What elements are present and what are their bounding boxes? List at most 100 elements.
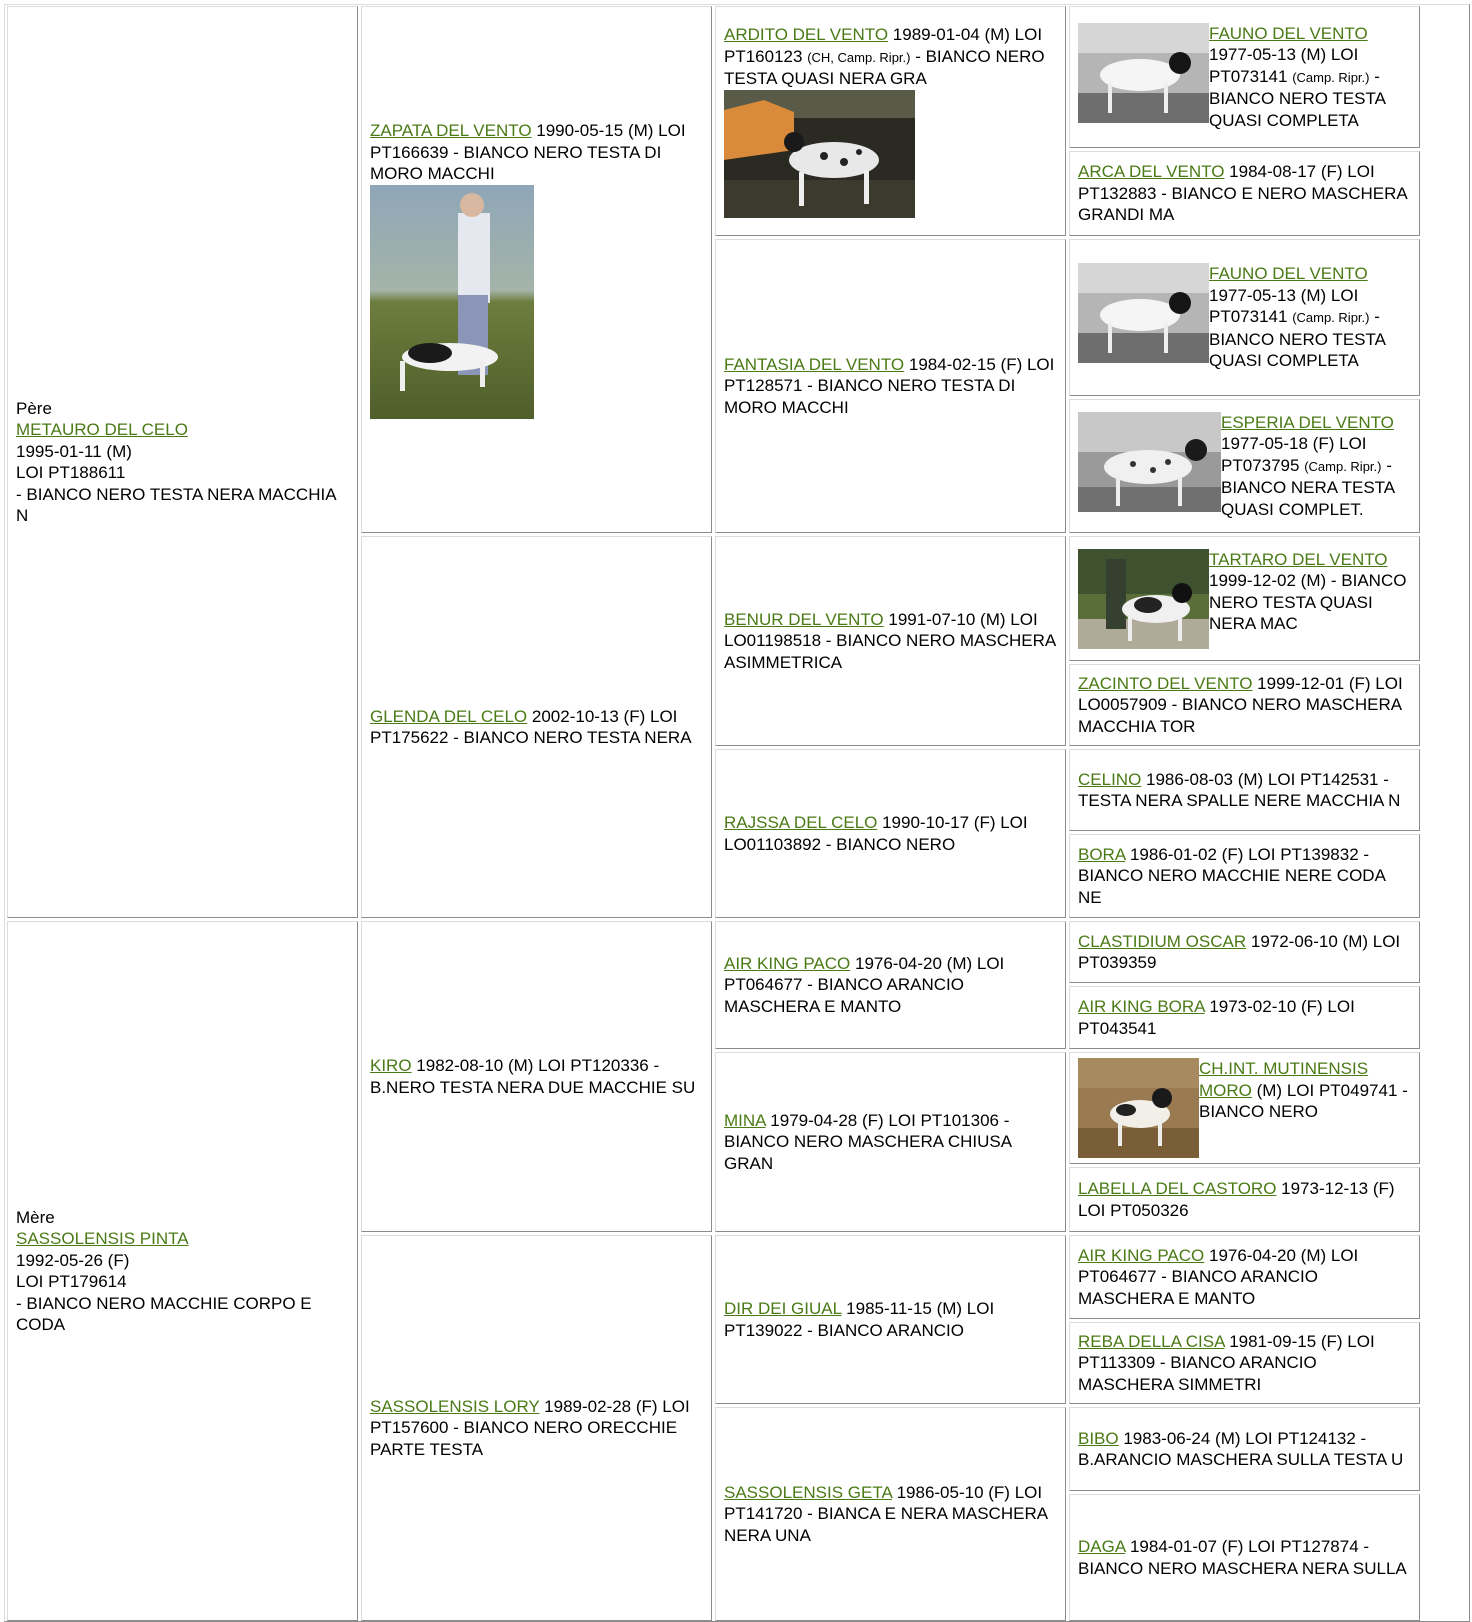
dog-photo (370, 184, 534, 419)
ancestor-link[interactable]: MINA (724, 1110, 766, 1130)
ancestor-cell: TARTARO DEL VENTO 1999-12-02 (M) - BIANC… (1069, 536, 1420, 661)
ancestor-link[interactable]: ZAPATA DEL VENTO (370, 121, 532, 141)
dog-photo (1078, 1058, 1199, 1158)
ancestor-details: 1990-10-17 (F) LOI LO01103892 - BIANCO N… (724, 813, 1028, 854)
ancestor-details: - BIANCO NERO TESTA QUASI COMPLETA (1209, 66, 1386, 130)
granddam-maternal-cell: SASSOLENSIS LORY 1989-02-28 (F) LOI PT15… (361, 1235, 712, 1621)
dam-cell: Mère SASSOLENSIS PINTA 1992-05-26 (F) LO… (7, 921, 358, 1621)
ancestor-cell: ZACINTO DEL VENTO 1999-12-01 (F) LOI LO0… (1069, 664, 1420, 746)
ancestor-details: 1977-05-18 (F) LOI PT073795 (1221, 434, 1367, 475)
title-note: (Camp. Ripr.) (1292, 69, 1370, 85)
ancestor-link[interactable]: FANTASIA DEL VENTO (724, 354, 905, 374)
ancestor-details: 1984-08-17 (F) LOI PT132883 - BIANCO E N… (1078, 162, 1407, 225)
ancestor-cell: ESPERIA DEL VENTO 1977-05-18 (F) LOI PT0… (1069, 399, 1420, 533)
ancestor-link[interactable]: KIRO (370, 1056, 412, 1075)
ancestor-details: 1986-05-10 (F) LOI PT141720 - BIANCA E N… (724, 1482, 1048, 1545)
sire-cell: Père METAURO DEL CELO 1995-01-11 (M) LOI… (7, 6, 358, 918)
ancestor-link[interactable]: AIR KING PACO (1078, 1245, 1205, 1265)
ancestor-link[interactable]: GLENDA DEL CELO (370, 706, 528, 726)
dog-photo (1078, 263, 1209, 364)
ancestor-details: 1983-06-24 (M) LOI PT124132 - B.ARANCIO … (1078, 1428, 1404, 1470)
ancestor-details: 1984-02-15 (F) LOI PT128571 - BIANCO NER… (724, 354, 1055, 417)
ancestor-link[interactable]: SASSOLENSIS LORY (370, 1396, 540, 1416)
ancestor-cell: BENUR DEL VENTO 1991-07-10 (M) LOI LO011… (715, 536, 1066, 746)
ancestor-details: 1976-04-20 (M) LOI PT064677 - BIANCO ARA… (724, 953, 1005, 1016)
ancestor-link[interactable]: BENUR DEL VENTO (724, 609, 884, 629)
ancestor-details: 1990-05-15 (M) LOI PT166639 - BIANCO NER… (370, 121, 686, 184)
ancestor-link[interactable]: AIR KING BORA (1078, 997, 1205, 1016)
ancestor-details: 1973-12-13 (F) LOI PT050326 (1078, 1179, 1395, 1220)
ancestor-cell: DAGA 1984-01-07 (F) LOI PT127874 - BIANC… (1069, 1494, 1420, 1621)
dam-desc: - BIANCO NERO MACCHIE CORPO E CODA (16, 1293, 312, 1335)
sire-desc: - BIANCO NERO TESTA NERA MACCHIA N (16, 484, 336, 526)
ancestor-link[interactable]: DAGA (1078, 1537, 1126, 1556)
ancestor-link[interactable]: TARTARO DEL VENTO (1209, 549, 1388, 569)
ancestor-cell: FANTASIA DEL VENTO 1984-02-15 (F) LOI PT… (715, 239, 1066, 533)
ancestor-cell: RAJSSA DEL CELO 1990-10-17 (F) LOI LO011… (715, 749, 1066, 918)
dam-dob: 1992-05-26 (F) (16, 1250, 130, 1270)
ancestor-cell: SASSOLENSIS GETA 1986-05-10 (F) LOI PT14… (715, 1407, 1066, 1621)
ancestor-details: 1999-12-02 (M) - BIANCO NERO TESTA QUASI… (1209, 571, 1407, 633)
ancestor-cell: BORA 1986-01-02 (F) LOI PT139832 - BIANC… (1069, 834, 1420, 918)
grandsire-paternal-cell: ZAPATA DEL VENTO 1990-05-15 (M) LOI PT16… (361, 6, 712, 533)
dam-reg: LOI PT179614 (16, 1272, 127, 1291)
grandsire-maternal-cell: KIRO 1982-08-10 (M) LOI PT120336 - B.NER… (361, 921, 712, 1232)
ancestor-cell: ARCA DEL VENTO 1984-08-17 (F) LOI PT1328… (1069, 151, 1420, 236)
ancestor-link[interactable]: LABELLA DEL CASTORO (1078, 1179, 1277, 1198)
ancestor-details: 1972-06-10 (M) LOI PT039359 (1078, 931, 1401, 973)
ancestor-details: 1986-01-02 (F) LOI PT139832 - BIANCO NER… (1078, 844, 1385, 907)
ancestor-link[interactable]: AIR KING PACO (724, 953, 851, 973)
ancestor-details: 1981-09-15 (F) LOI PT113309 - BIANCO ARA… (1078, 1331, 1375, 1394)
ancestor-link[interactable]: BIBO (1078, 1428, 1119, 1448)
ancestor-cell: CELINO 1986-08-03 (M) LOI PT142531 - TES… (1069, 749, 1420, 831)
dog-photo (1078, 411, 1221, 512)
ancestor-link[interactable]: FAUNO DEL VENTO (1209, 23, 1368, 43)
ancestor-details: 1986-08-03 (M) LOI PT142531 - TESTA NERA… (1078, 769, 1401, 811)
ancestor-link[interactable]: CELINO (1078, 769, 1142, 789)
dog-photo (1078, 548, 1209, 649)
ancestor-cell: MINA 1979-04-28 (F) LOI PT101306 - BIANC… (715, 1052, 1066, 1232)
ancestor-cell: AIR KING PACO 1976-04-20 (M) LOI PT06467… (715, 921, 1066, 1049)
ancestor-cell: CLASTIDIUM OSCAR 1972-06-10 (M) LOI PT03… (1069, 921, 1420, 983)
sire-link[interactable]: METAURO DEL CELO (16, 420, 188, 439)
dog-photo (724, 89, 915, 218)
sire-reg: LOI PT188611 (16, 463, 126, 482)
ancestor-link[interactable]: SASSOLENSIS GETA (724, 1482, 892, 1502)
ancestor-cell: DIR DEI GIUAL 1985-11-15 (M) LOI PT13902… (715, 1235, 1066, 1404)
ancestor-cell: ARDITO DEL VENTO 1989-01-04 (M) LOI PT16… (715, 6, 1066, 236)
ancestor-details: 1973-02-10 (F) LOI PT043541 (1078, 997, 1355, 1038)
ancestor-link[interactable]: ARCA DEL VENTO (1078, 162, 1225, 182)
sire-label: Père (16, 398, 52, 418)
ancestor-link[interactable]: ESPERIA DEL VENTO (1221, 412, 1394, 432)
ancestor-details: 1984-01-07 (F) LOI PT127874 - BIANCO NER… (1078, 1537, 1407, 1578)
title-note: (Camp. Ripr.) (1304, 458, 1382, 474)
ancestor-link[interactable]: CLASTIDIUM OSCAR (1078, 931, 1247, 951)
ancestor-cell: AIR KING BORA 1973-02-10 (F) LOI PT04354… (1069, 986, 1420, 1049)
ancestor-details: 1985-11-15 (M) LOI PT139022 - BIANCO ARA… (724, 1299, 995, 1340)
sire-dob: 1995-01-11 (M) (16, 441, 132, 461)
ancestor-details: 1977-05-13 (M) LOI PT073141 (1209, 45, 1359, 86)
ancestor-details: - BIANCO NERO TESTA QUASI COMPLETA (1209, 307, 1386, 371)
ancestor-details: 1976-04-20 (M) LOI PT064677 - BIANCO ARA… (1078, 1245, 1359, 1308)
ancestor-cell: FAUNO DEL VENTO 1977-05-13 (M) LOI PT073… (1069, 239, 1420, 396)
ancestor-details: - BIANCO NERA TESTA QUASI COMPLET. (1221, 455, 1395, 519)
ancestor-cell: FAUNO DEL VENTO 1977-05-13 (M) LOI PT073… (1069, 6, 1420, 148)
ancestor-link[interactable]: BORA (1078, 844, 1126, 864)
ancestor-link[interactable]: REBA DELLA CISA (1078, 1331, 1225, 1351)
ancestor-link[interactable]: CH.INT. MUTINENSIS MORO (1199, 1059, 1369, 1100)
ancestor-details: 1991-07-10 (M) LOI LO01198518 - BIANCO N… (724, 609, 1056, 672)
granddam-paternal-cell: GLENDA DEL CELO 2002-10-13 (F) LOI PT175… (361, 536, 712, 918)
ancestor-details: 1977-05-13 (M) LOI PT073141 (1209, 285, 1359, 327)
ancestor-link[interactable]: ARDITO DEL VENTO (724, 25, 889, 45)
ancestor-link[interactable]: DIR DEI GIUAL (724, 1299, 842, 1318)
title-note: (CH, Camp. Ripr.) (807, 49, 911, 65)
title-note: (Camp. Ripr.) (1292, 310, 1370, 326)
ancestor-details: 1989-02-28 (F) LOI PT157600 - BIANCO NER… (370, 1396, 690, 1459)
ancestor-link[interactable]: RAJSSA DEL CELO (724, 813, 878, 832)
ancestor-link[interactable]: ZACINTO DEL VENTO (1078, 673, 1253, 693)
ancestor-link[interactable]: FAUNO DEL VENTO (1209, 264, 1368, 284)
ancestor-details: 1982-08-10 (M) LOI PT120336 - B.NERO TES… (370, 1056, 696, 1097)
ancestor-cell: LABELLA DEL CASTORO 1973-12-13 (F) LOI P… (1069, 1167, 1420, 1232)
dam-link[interactable]: SASSOLENSIS PINTA (16, 1229, 189, 1248)
ancestor-cell: BIBO 1983-06-24 (M) LOI PT124132 - B.ARA… (1069, 1407, 1420, 1491)
